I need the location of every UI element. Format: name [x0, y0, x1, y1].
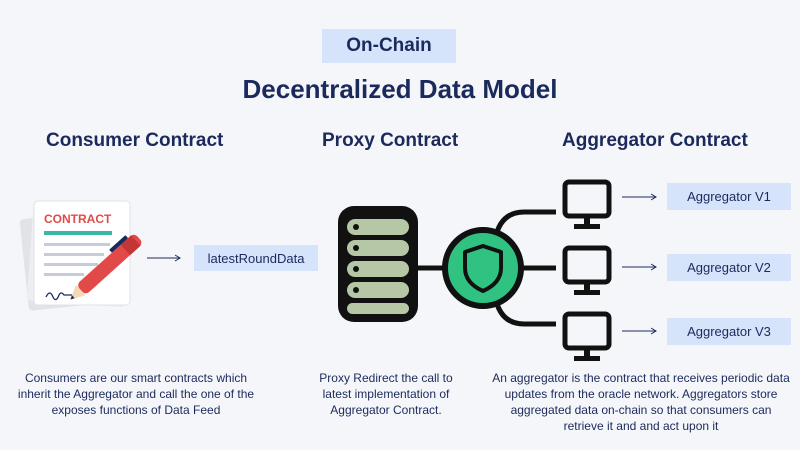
consumer-contract-heading: Consumer Contract: [46, 130, 224, 151]
aggregator-description: An aggregator is the contract that recei…: [492, 371, 790, 433]
server-database-icon: [338, 206, 418, 322]
page-title: Decentralized Data Model: [242, 74, 558, 104]
latest-round-data-label: latestRoundData: [194, 245, 318, 271]
monitor-icon: [562, 245, 612, 295]
shield-icon: [442, 227, 524, 309]
call-arrow: [147, 254, 181, 262]
aggregator-v3-label: Aggregator V3: [667, 318, 791, 345]
proxy-contract-heading: Proxy Contract: [322, 130, 459, 151]
aggregator-contract-heading: Aggregator Contract: [562, 130, 748, 151]
aggregator-arrows: [622, 193, 657, 335]
contract-document-icon: CONTRACT: [19, 200, 131, 311]
monitor-icon: [562, 311, 612, 361]
aggregator-v2-label: Aggregator V2: [667, 254, 791, 281]
contract-doc-text: CONTRACT: [44, 212, 112, 226]
monitor-icon: [562, 179, 612, 229]
consumer-description: Consumers are our smart contracts which …: [17, 371, 255, 417]
pen-icon: [70, 234, 142, 300]
proxy-description: Proxy Redirect the call to latest implem…: [319, 371, 453, 417]
aggregator-v1-label: Aggregator V1: [667, 183, 791, 210]
on-chain-badge: On-Chain: [322, 29, 456, 63]
